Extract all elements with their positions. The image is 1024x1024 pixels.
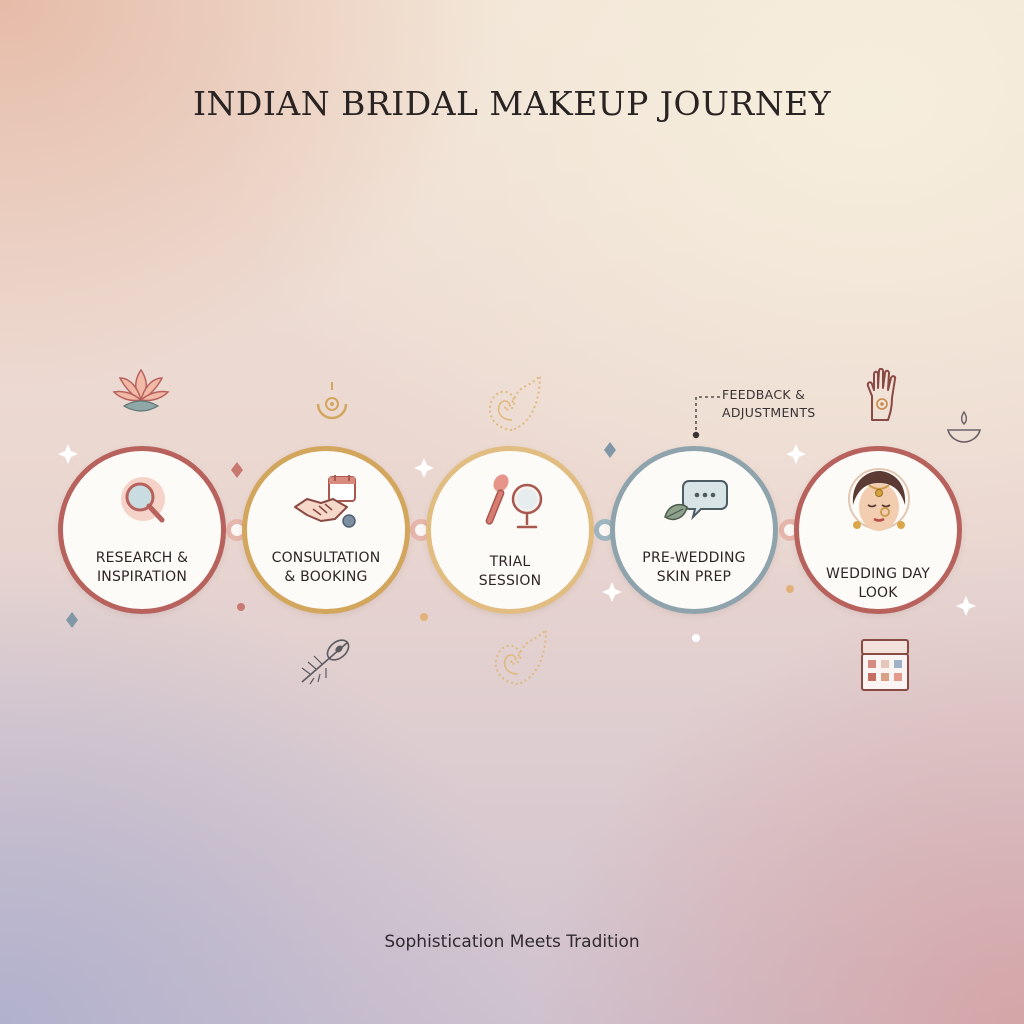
- page-title: INDIAN BRIDAL MAKEUP JOURNEY: [193, 84, 831, 123]
- step-research-inspiration[interactable]: RESEARCH & INSPIRATION: [58, 446, 226, 614]
- magnifier-icon: [107, 473, 179, 537]
- peacock-feather-icon: [301, 639, 350, 685]
- step-label: RESEARCH & INSPIRATION: [95, 550, 189, 585]
- step-label: TRIAL SESSION: [478, 554, 542, 589]
- brush-mirror-icon: [475, 473, 547, 537]
- eyeshadow-palette-icon: [861, 639, 909, 691]
- lotus-icon: [112, 368, 170, 412]
- henna-hand-icon: [866, 368, 897, 421]
- step-label: WEDDING DAY LOOK: [826, 566, 930, 601]
- paisley-icon: [494, 627, 548, 686]
- feedback-annotation: FEEDBACK & ADJUSTMENTS: [722, 387, 816, 420]
- crescent-ornament-icon: [316, 382, 348, 420]
- step-consultation-booking[interactable]: CONSULTATION & BOOKING: [242, 446, 410, 614]
- step-wedding-day-look[interactable]: WEDDING DAY LOOK: [794, 446, 962, 614]
- tagline: Sophistication Meets Tradition: [384, 932, 640, 952]
- handshake-calendar-icon: [291, 473, 363, 537]
- feedback-leader-line: [692, 396, 720, 439]
- paisley-icon: [488, 373, 542, 432]
- step-label: PRE-WEDDING SKIN PREP: [642, 550, 746, 585]
- leaf-speech-bubble-icon: [659, 473, 731, 537]
- diya-lamp-icon: [946, 410, 982, 443]
- step-pre-wedding-skin-prep[interactable]: PRE-WEDDING SKIN PREP: [610, 446, 778, 614]
- bride-face-icon: [839, 465, 919, 545]
- step-trial-session[interactable]: TRIAL SESSION: [426, 446, 594, 614]
- step-label: CONSULTATION & BOOKING: [271, 550, 381, 585]
